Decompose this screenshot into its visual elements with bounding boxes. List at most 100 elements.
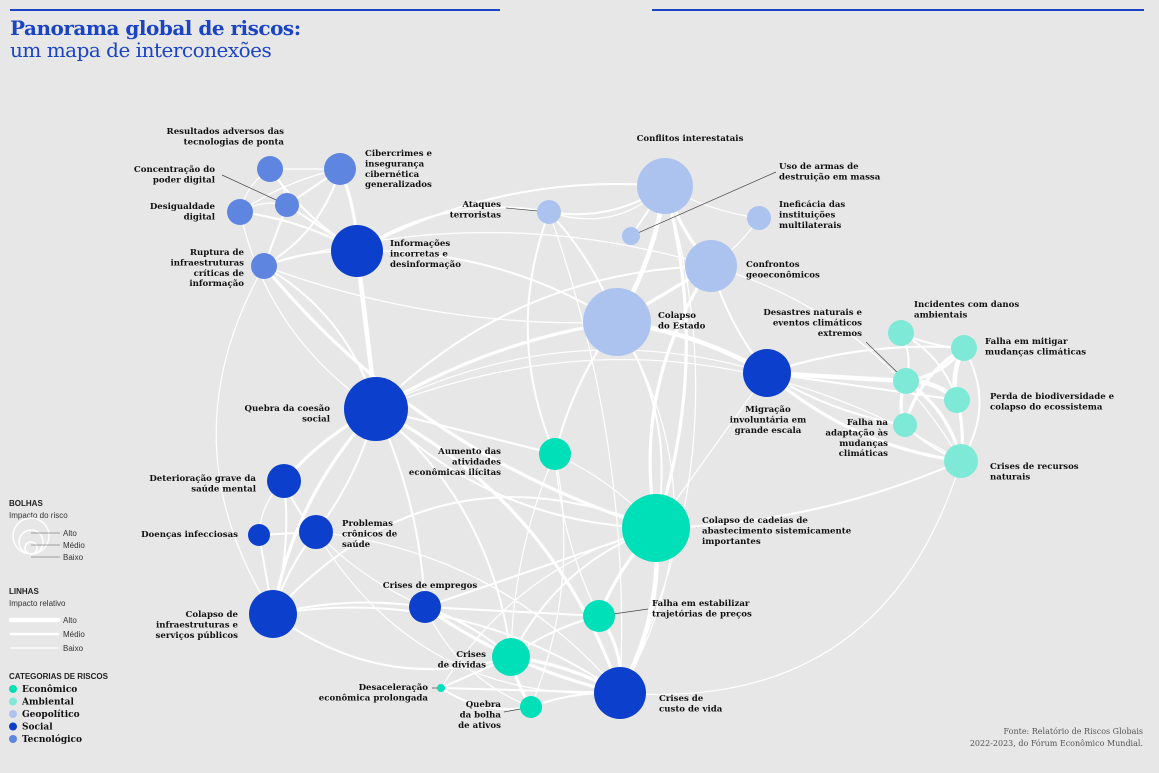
risk-bubbles	[227, 153, 978, 719]
bubble-confrontos	[685, 240, 737, 292]
label-doencas: Doenças infecciosas	[141, 530, 238, 540]
label-aumento-line: Aumento das	[437, 447, 501, 457]
label-cadeias-line: importantes	[702, 537, 761, 547]
label-bolha-line: da bolha	[460, 710, 502, 720]
label-custo_vida-line: Crises de	[659, 694, 704, 704]
link-confrontos-recursos	[710, 265, 962, 462]
legend-category-swatch-1	[9, 697, 17, 706]
label-dividas-line: Crises	[456, 650, 486, 660]
label-desaceleracao-line: Desaceleração	[359, 682, 429, 693]
link-aumento-ataques	[526, 211, 556, 455]
bubble-falha_mitigar	[951, 335, 977, 361]
link-ataques-custo_vida	[548, 211, 623, 694]
label-desastres-line: extremos	[818, 329, 862, 339]
label-ineficacia-line: Ineficácia das	[779, 199, 845, 210]
label-saude_mental-line: Deterioração grave da	[149, 473, 256, 484]
link-empregos-cronicos	[315, 531, 426, 608]
label-ruptura-line: Ruptura de	[190, 248, 245, 258]
label-precos-line: trajetórias de preços	[652, 608, 752, 619]
link-aumento-precos	[554, 453, 600, 617]
source-note: Fonte: Relatório de Riscos Globais 2022-…	[970, 726, 1143, 750]
legend-bubble-2	[24, 541, 38, 555]
label-biodiversidade-line: Perda de biodiversidade e	[990, 392, 1115, 402]
legend-category-0: Econômico	[22, 684, 77, 695]
label-bolha-line: de ativos	[458, 721, 501, 731]
legend-category-2: Geopolítico	[22, 709, 80, 720]
label-cronicos-line: crônicos de	[342, 528, 398, 539]
legend-bubble-label-1: Médio	[63, 541, 85, 550]
legend-line-label-0: Alto	[63, 616, 77, 625]
label-ataques-line: terroristas	[450, 210, 501, 220]
bubble-biodiversidade	[944, 387, 970, 413]
link-empregos-precos	[424, 606, 600, 617]
label-informacoes-line: desinformação	[390, 259, 461, 270]
legend-categories-title: CATEGORIAS DE RISCOS	[9, 672, 109, 681]
legend-category-swatch-0	[9, 685, 17, 693]
label-cibercrimes-line: Cibercrimes e	[365, 149, 433, 159]
link-quebra_coesao-dividas	[375, 408, 512, 658]
label-doencas-line: Doenças infecciosas	[141, 530, 238, 540]
bubble-cronicos	[299, 515, 333, 549]
label-precos-line: Falha em estabilizar	[652, 599, 750, 609]
legend-line-label-2: Baixo	[63, 644, 84, 653]
top-rule-left	[10, 9, 500, 11]
label-concentracao-line: poder digital	[153, 175, 216, 185]
link-quebra_coesao-custo_vida	[374, 407, 622, 695]
link-cronicos-custo_vida	[315, 531, 621, 695]
label-falha_mitigar-line: Falha em mitigar	[985, 337, 1068, 347]
leader-armas	[630, 171, 777, 237]
label-empregos: Crises de empregos	[383, 581, 478, 591]
label-cibercrimes-line: insegurança	[365, 159, 425, 169]
label-ruptura-line: infraestruturas	[170, 258, 244, 268]
bubble-infra_publicos	[249, 590, 297, 638]
label-conflitos-line: Conflitos interestatais	[637, 134, 744, 144]
label-colapso_estado-line: Colapso	[658, 311, 696, 321]
label-desigualdade-line: digital	[184, 212, 216, 222]
bubble-cadeias	[622, 494, 690, 562]
bubble-quebra_coesao	[344, 377, 408, 441]
label-cronicos-line: Problemas	[342, 519, 393, 529]
label-bolha-line: Quebra	[466, 700, 502, 710]
label-recursos-line: naturais	[990, 472, 1030, 482]
bubble-falha_adaptacao	[893, 413, 917, 437]
bubble-migracao	[743, 349, 791, 397]
link-ruptura-infra_publicos	[215, 265, 274, 615]
link-recursos-cadeias	[655, 460, 962, 529]
label-falha_adaptacao-line: adaptação às	[825, 427, 888, 438]
legend-lines-title: LINHAS	[9, 587, 39, 596]
legend-category-4: Tecnológico	[22, 734, 82, 745]
label-migracao-line: involuntária em	[730, 414, 806, 425]
page-subtitle: um mapa de interconexões	[10, 38, 272, 62]
link-empregos-bolha	[424, 606, 532, 708]
link-infra_publicos-dividas	[272, 613, 512, 671]
link-custo_vida-desaceleracao	[440, 687, 621, 694]
bubble-cibercrimes	[324, 153, 356, 185]
label-aumento-line: atividades	[452, 457, 501, 467]
legend-category-swatch-3	[9, 722, 17, 731]
bubble-saude_mental	[267, 464, 301, 498]
link-ruptura-confrontos	[263, 231, 712, 267]
legend-category-3: Social	[22, 723, 53, 733]
bubble-concentracao	[275, 193, 299, 217]
label-custo_vida-line: custo de vida	[659, 704, 723, 714]
bubble-informacoes	[331, 225, 383, 277]
link-confrontos-cadeias	[648, 264, 713, 530]
label-cadeias-line: abastecimento sistemicamente	[702, 526, 852, 536]
label-dividas-line: de dívidas	[438, 659, 487, 670]
legend-lines-subtitle: Impacto relativo	[9, 599, 66, 608]
link-cadeias-desaceleracao	[440, 527, 657, 689]
link-recursos-custo_vida	[619, 460, 962, 696]
label-informacoes-line: Informações	[390, 238, 450, 249]
bubble-aumento	[539, 438, 571, 470]
